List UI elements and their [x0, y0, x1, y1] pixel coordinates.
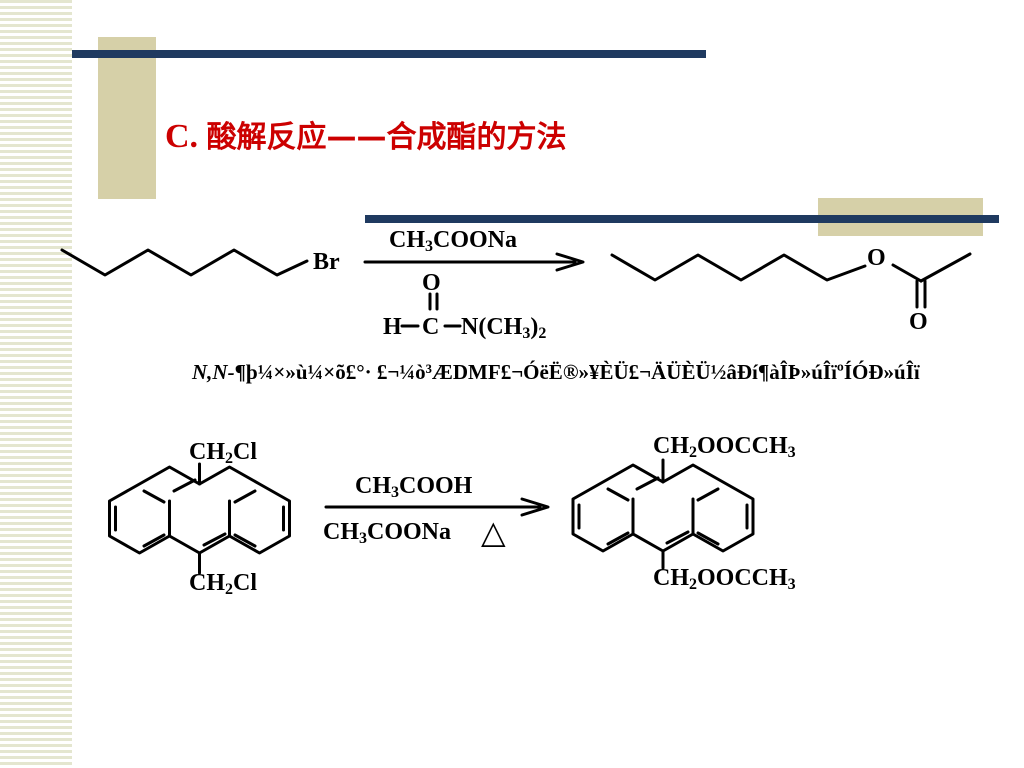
- anthracene-product: [571, 458, 755, 570]
- decorative-tan-block-top: [98, 37, 156, 199]
- anthracene-product-inner-2: [606, 487, 630, 502]
- product-top-substituent-label: CH2OOCCH3: [653, 433, 796, 461]
- reaction1-arrow-head: [555, 252, 585, 272]
- hexyl-acetate-chain: [610, 253, 867, 282]
- anthracene-product-inner-5: [665, 530, 690, 545]
- reaction2-reagent-bottom-label: CH3COONa: [323, 519, 451, 547]
- product-ester-oxygen-label: O: [867, 245, 886, 271]
- hexyl-bromide-chain: [60, 248, 309, 277]
- reactant-top-substituent-label: CH2Cl: [189, 439, 257, 467]
- reaction1-reagent-label: CH3COONa: [389, 227, 517, 255]
- decorative-stripe-band: [0, 0, 72, 768]
- dmf-oxygen-label: O: [422, 270, 441, 296]
- anthracene-product-inner-7: [696, 531, 720, 546]
- anthracene-reactant-inner-5: [202, 532, 227, 547]
- reaction2-reagent-top-label: CH3COOH: [355, 473, 473, 501]
- caption-italic-prefix: N,N-: [192, 360, 235, 384]
- dmf-caption: N,N-¶þ¼×»ù¼×õ£°· £¬¼ò³ÆDMF£¬ÓëË®»¥ÈÜ£¬ÄÜ…: [192, 360, 920, 385]
- anthracene-reactant-inner-7: [233, 533, 257, 548]
- anthracene-product-inner-6: [696, 487, 720, 502]
- dmf-carbon-label: C: [422, 314, 440, 340]
- title-prefix: C.: [165, 118, 207, 155]
- anthracene-reactant-ring-outline: [108, 465, 291, 555]
- ester-o-c-bond: [891, 263, 923, 283]
- dmf-amine-group-label: N(CH3)2: [461, 314, 547, 342]
- anthracene-reactant: [108, 462, 291, 575]
- slide-title: C. 酸解反应——合成酯的方法: [165, 112, 567, 156]
- heat-triangle-icon: △: [481, 513, 506, 551]
- anthracene-product-inner-3: [606, 531, 630, 546]
- anthracene-reactant-inner-2: [142, 489, 166, 504]
- dmf-hydrogen-label: H: [383, 314, 402, 340]
- reaction2-arrow-head: [520, 497, 550, 517]
- caption-text: ¶þ¼×»ù¼×õ£°· £¬¼ò³ÆDMF£¬ÓëË®»¥ÈÜ£¬ÄÜÈÜ½â…: [234, 360, 920, 384]
- anthracene-reactant-inner-4: [172, 478, 197, 493]
- decorative-navy-bar-top: [72, 50, 706, 58]
- title-main: 酸解反应——合成酯的方法: [206, 120, 567, 155]
- product-bottom-substituent-label: CH2OOCCH3: [653, 565, 796, 593]
- ester-c-ch3-bond: [919, 252, 972, 283]
- product-carbonyl-oxygen-label: O: [909, 309, 928, 335]
- anthracene-reactant-inner-6: [233, 489, 257, 504]
- reactant-bromine-label: Br: [313, 249, 340, 275]
- reactant-bottom-substituent-label: CH2Cl: [189, 570, 257, 598]
- anthracene-reactant-inner-3: [142, 533, 166, 548]
- decorative-navy-bar-right: [365, 215, 999, 223]
- anthracene-product-inner-4: [635, 476, 660, 491]
- anthracene-product-ring-outline: [571, 463, 755, 553]
